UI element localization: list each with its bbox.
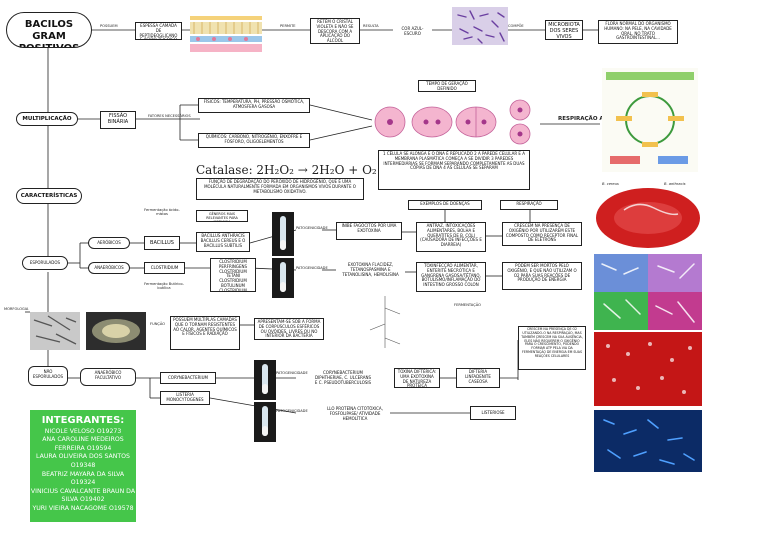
node-respiracao: RESPIRAÇÃO bbox=[500, 200, 558, 210]
node-listeriose: LISTERIOSE bbox=[470, 406, 516, 420]
label-b-cereus: B. cereus bbox=[602, 182, 619, 186]
node-toxi-alimentar: TOXINFECÇÃO ALIMENTAR, ENTERITE NECRÓTIC… bbox=[416, 262, 486, 292]
node-exotoxina-tet: EXOTOXINA FLACIDEZ, TETANOSPASMINA E TET… bbox=[336, 262, 405, 282]
blue-fluorescence-photo bbox=[594, 410, 702, 472]
link-permite: PERMITE bbox=[280, 24, 296, 28]
node-multiplicacao: MULTIPLICAÇÃO bbox=[16, 112, 78, 126]
node-podem-morrer: PODEM SER MORTOS PELO OXIGÊNIO, E QUE NÃ… bbox=[502, 262, 582, 290]
link-funcao: FUNÇÃO bbox=[150, 322, 166, 326]
node-esporulados: ESPORULADOS bbox=[22, 256, 68, 270]
node-nao-esporulados: NÃO ESPORULADOS bbox=[28, 366, 68, 386]
node-corynebacterium: CORYNEBACTERIUM bbox=[160, 372, 216, 384]
link-morfologia: MORFOLOGIA bbox=[4, 307, 29, 311]
node-inibe: INIBE FAGÓCITOS POR UMA EXOTOXINA bbox=[336, 222, 402, 240]
member-3: LAURA OLIVEIRA DOS SANTOS O19348 bbox=[36, 453, 130, 469]
gram-stain-micrograph bbox=[452, 7, 508, 45]
catalase-tube-4 bbox=[254, 402, 276, 442]
node-clostridium-sp: CLOSTRIDIUM PERFRINGENS CLOSTRIDIUM TETA… bbox=[210, 258, 256, 292]
cell-wall-illustration bbox=[188, 6, 264, 64]
member-1: NICOLE VELOSO O19273 bbox=[44, 427, 122, 435]
node-exemplos: EXEMPLOS DE DOENÇAS bbox=[408, 200, 482, 210]
link-patogenicidade-2: PATOGENICIDADE bbox=[296, 266, 328, 270]
node-fisicos: FÍSICOS: TEMPERATURA, PH, PRESSÃO OSMÓTI… bbox=[198, 98, 310, 113]
node-antraz: ANTRAZ, INTOXICAÇÕES ALIMENTARES, BOLHA … bbox=[416, 222, 486, 252]
agar-plate-photo bbox=[594, 180, 702, 250]
node-respiracao-aerobica: RESPIRAÇÃO AERÓBICA bbox=[558, 116, 631, 122]
node-etapas: 1 CÉLULA SE ALONGA E O DNA É REPLICADO 2… bbox=[378, 150, 530, 190]
node-fissao: FISSÃO BINÁRIA bbox=[100, 111, 136, 129]
title-node: BACILOS GRAM POSITIVOS bbox=[6, 12, 92, 48]
spore-micrograph-1 bbox=[30, 312, 80, 350]
link-resulta: RESULTA bbox=[363, 24, 379, 28]
member-5: VINICIUS CAVALCANTE BRAUN DA SILVA O1940… bbox=[30, 487, 136, 504]
node-bacillus-sp: BACILLUS ANTHRACIS BACILLUS CEREUS E O B… bbox=[196, 232, 250, 252]
node-retem: RETÉM O CRISTAL VIOLETA E NÃO SE DESCORA… bbox=[310, 18, 360, 44]
catalase-tube-1 bbox=[272, 212, 294, 256]
integrantes-panel: INTEGRANTES: NICOLE VELOSO O19273 ANA CA… bbox=[30, 410, 136, 522]
link-fatores: FATORES NECESSÁRIOS bbox=[148, 114, 191, 118]
node-anaerobico-fac: ANAERÓBICO FACULTATIVO bbox=[80, 368, 136, 386]
node-anaerobicos: ANAERÓBICOS bbox=[88, 262, 130, 274]
catalase-tube-3 bbox=[254, 360, 276, 400]
node-fermentacao: FERMENTAÇÃO bbox=[454, 303, 481, 307]
member-2: ANA CAROLINE MEDEIROS FERREIRA O19594 bbox=[42, 436, 124, 452]
node-flora: FLORA NORMAL DO ORGANISMO HUMANO: NA PEL… bbox=[598, 20, 678, 44]
fermentacao-butirico: Fermentação Butírico-butílica bbox=[144, 282, 184, 291]
catalase-formula: Catalase: 2H₂O₂ → 2H₂O + O₂ bbox=[196, 163, 377, 177]
fermentacao-acido-mistos: Fermentação ácido-mistos bbox=[144, 208, 180, 217]
link-patogenicidade-1: PATOGENICIDADE bbox=[296, 226, 328, 230]
node-aerobicos: AERÓBICOS bbox=[88, 237, 130, 249]
node-esporos: POSSUEM MÚLTIPLAS CAMADAS QUE O TORNAM R… bbox=[170, 316, 240, 350]
node-difteria: DIFTERIA LINFADENITE CASEOSA bbox=[456, 368, 500, 388]
node-microbiota: MICROBIOTA DOS SERES VIVOS bbox=[545, 20, 583, 40]
label-b-anthracis: B. anthracis bbox=[664, 182, 686, 186]
spore-micrograph-2 bbox=[86, 312, 146, 350]
link-compoe: COMPÕE bbox=[508, 24, 524, 28]
binary-fission-illustration bbox=[372, 98, 542, 146]
integrantes-title: INTEGRANTES: bbox=[41, 415, 125, 426]
clostridium-micrograph-grid bbox=[594, 254, 702, 330]
krebs-cycle-diagram bbox=[602, 68, 698, 172]
link-possuem: POSSUEM bbox=[100, 24, 118, 28]
node-crescem-o2: CRESCEM NA PRESENÇA DE OXIGÊNIO POR UTIL… bbox=[502, 222, 582, 246]
node-quimicos: QUÍMICOS: CARBONO, NITROGÊNIO, ENXOFRE E… bbox=[198, 133, 310, 148]
node-toxina-dift: TOXINA DIFTÉRICA: UMA EXOTOXINA DE NATUR… bbox=[394, 368, 440, 388]
red-colony-photo bbox=[594, 332, 702, 406]
metabolism-sketch bbox=[360, 292, 410, 352]
member-4: BEATRIZ MAYARA DA SILVA O19324 bbox=[41, 470, 125, 487]
member-6: YURI VIEIRA NACAGOME O19578 bbox=[32, 504, 134, 512]
link-patogenicidade-3: PATOGENICIDADE bbox=[276, 371, 308, 375]
node-cor: COR AZUL-ESCURO bbox=[393, 26, 432, 35]
node-clostridium: CLOSTRIDIUM bbox=[144, 262, 185, 274]
node-tempo: TEMPO DE GERAÇÃO DEFINIDO bbox=[418, 80, 476, 92]
node-caracteristicas: CARACTERÍSTICAS bbox=[16, 188, 82, 204]
node-llo: LLO PROTEÍNA CITOTÓXICA, FOSFOLIPASE/ AT… bbox=[320, 406, 390, 422]
node-listeria: LISTERIA MONOCYTOGENES bbox=[160, 391, 210, 405]
node-catalase-desc: FUNÇÃO DE DEGRADAÇÃO DO PERÓXIDO DE HIDR… bbox=[196, 178, 364, 200]
node-bacillus: BACILLUS bbox=[144, 236, 180, 250]
node-apresentam: APRESENTAM-SE SOB A FORMA DE CORPÚSCULOS… bbox=[254, 318, 324, 340]
link-patogenicidade-4: PATOGENICIDADE bbox=[276, 409, 308, 413]
node-parede: ESPESSA CAMADA DE PEPTIDEOGLICANO E ÁCID… bbox=[135, 22, 182, 40]
node-crescem-fac: CRESCEM NA PRESENÇA DE O2 UTILIZANDO-O N… bbox=[518, 326, 586, 370]
catalase-tube-2 bbox=[272, 258, 294, 298]
node-coryne-sp: CORYNEBACTERIUM DIPHTHERIAE, C. ULCERANS… bbox=[312, 370, 374, 388]
node-generos: GÊNEROS MAIS RELEVANTES PARA MEDICINA bbox=[196, 210, 248, 222]
